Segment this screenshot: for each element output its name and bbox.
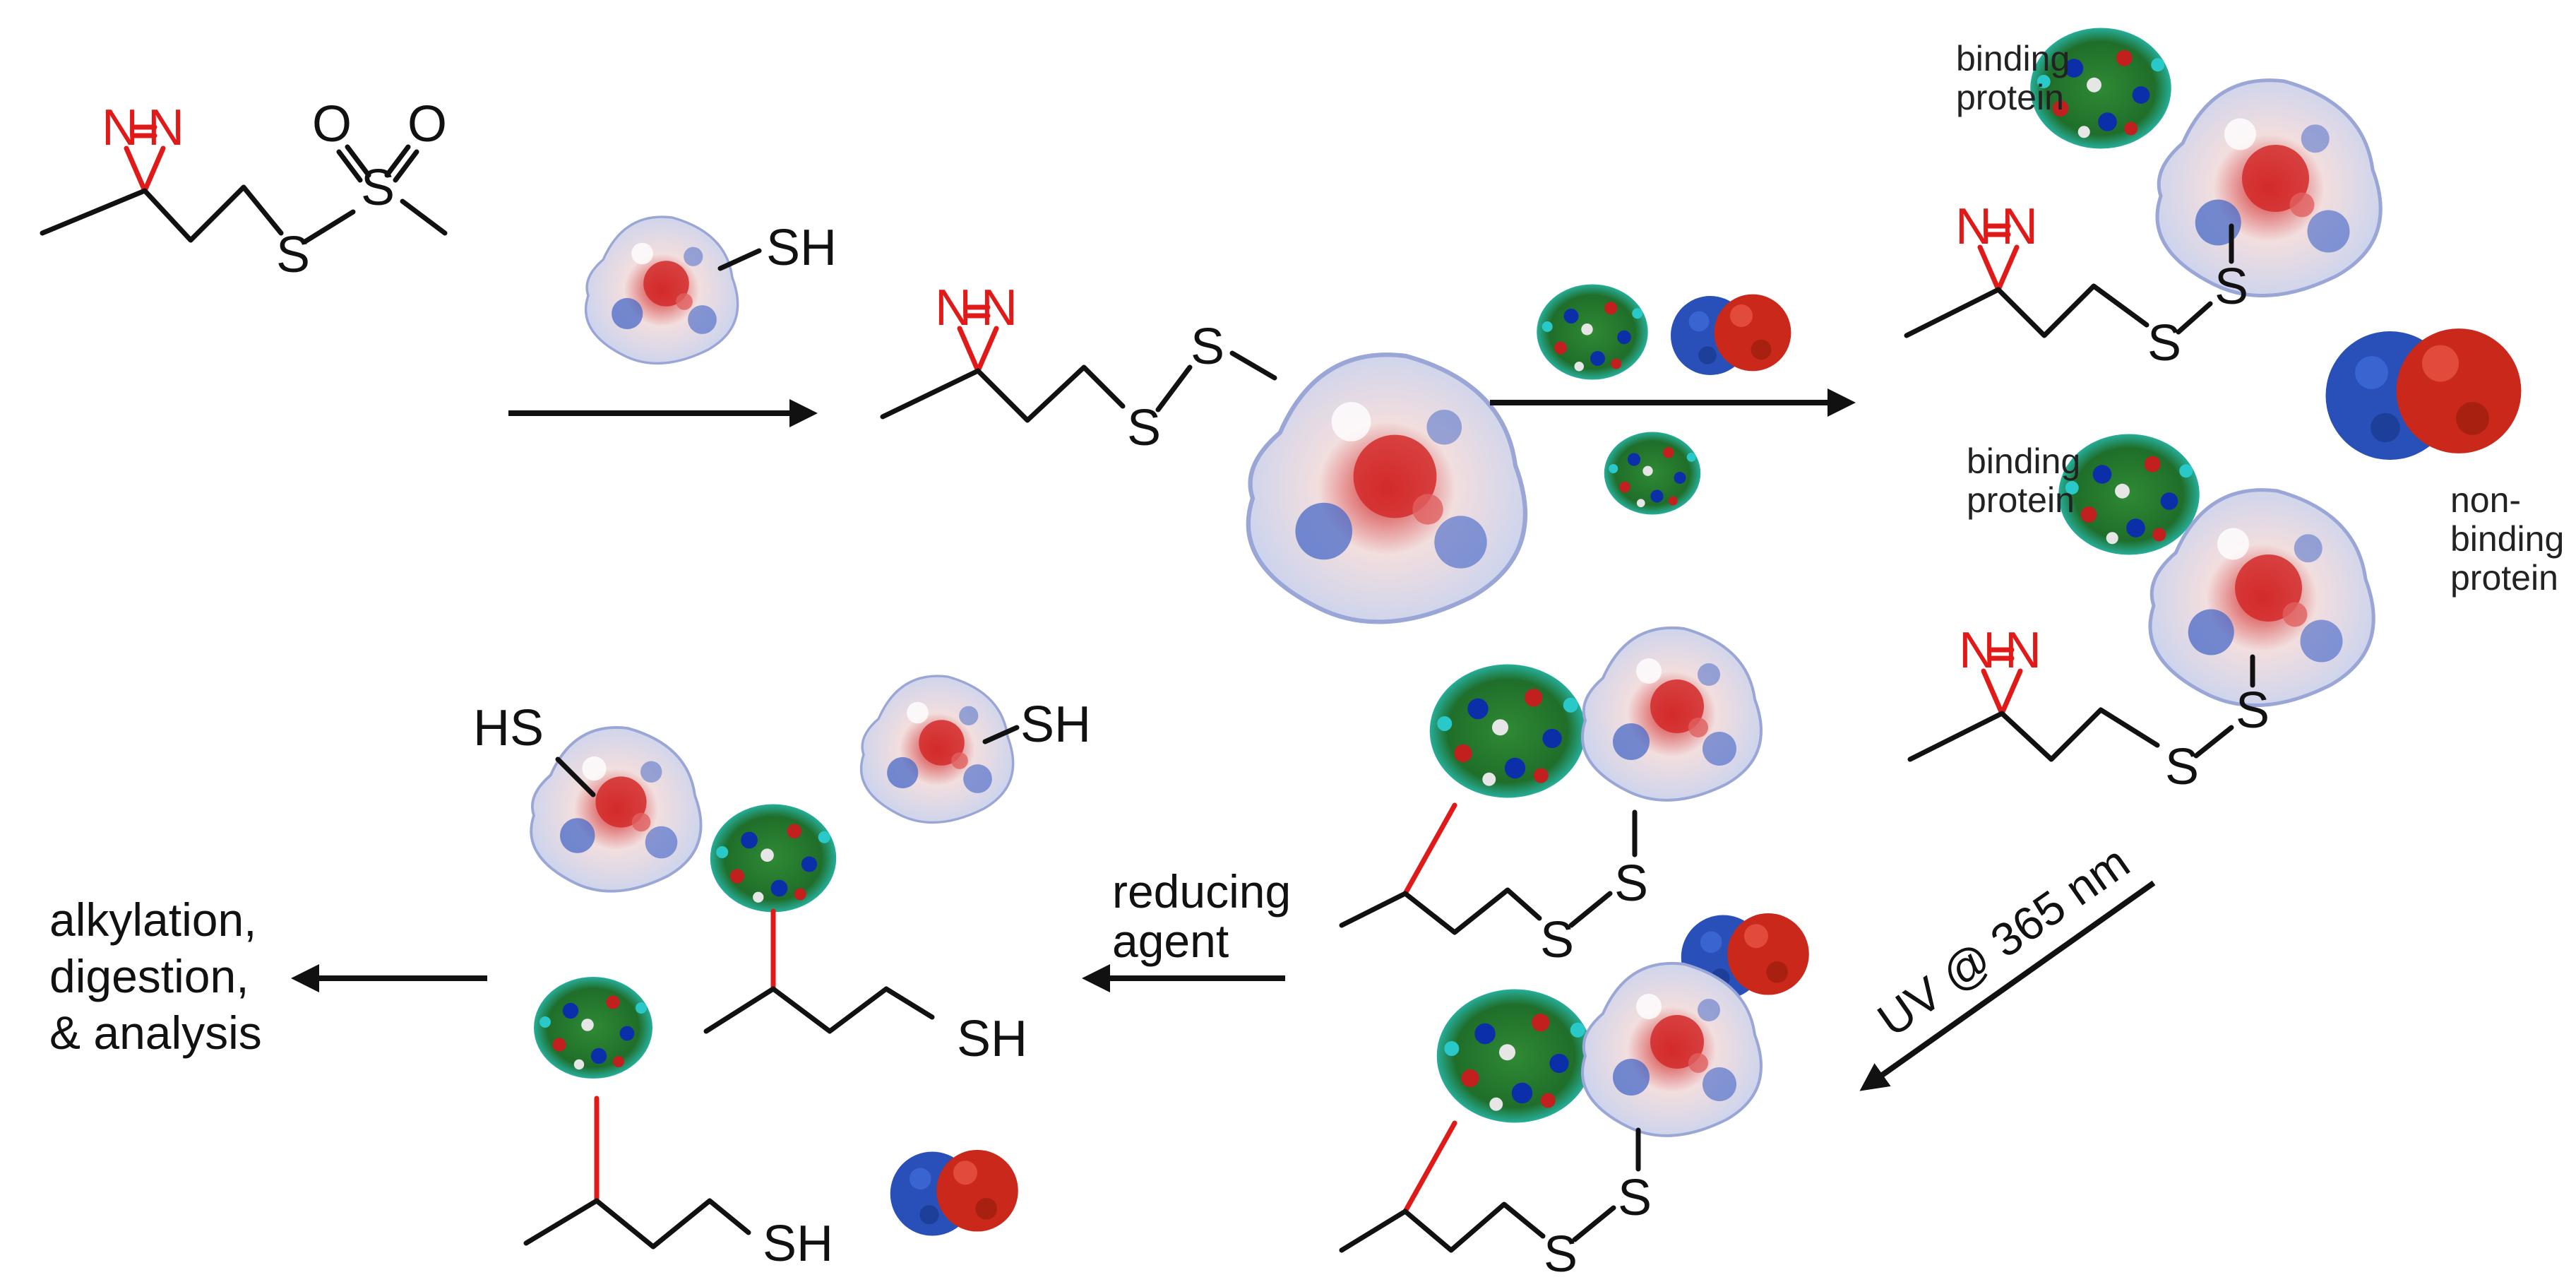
crosslink-bond [1402,802,1457,896]
atom-s: S [1540,912,1574,968]
analysis-step: alkylation, digestion, & analysis [49,894,487,1059]
bait-conjugate: N N S S [880,280,1525,622]
atom-n: N [1959,622,1996,679]
reducing-agent-label: reducing [1112,865,1291,918]
binding-protein-label: binding [1967,441,2080,481]
binding-protein-label: binding [1956,39,2070,78]
atom-n: N [2001,198,2038,255]
labeled-protein-upper: SH [703,804,1027,1067]
atom-s: S [1544,1226,1578,1282]
released-bait-left: HS [473,700,703,893]
atom-s: S [2214,259,2248,315]
analysis-label: & analysis [49,1007,262,1059]
complex-top: binding protein N N S S [1904,28,2380,372]
uv-step: UV @ 365 nm [1859,836,2156,1091]
crosslink-bond [1402,1120,1457,1214]
bait-protein [2157,81,2380,296]
analysis-label: digestion, [49,950,249,1002]
binding-protein [1604,432,1701,515]
analysis-label: alkylation, [49,894,257,946]
thiol-label: HS [473,700,544,756]
atom-s: S [1614,855,1648,912]
atom-s: S [1191,319,1224,375]
reduction-step: reducing agent [1082,865,1291,992]
non-binding-protein-group: non- binding protein [2325,328,2564,598]
thiol-label: SH [766,220,837,276]
binding-protein [1429,664,1586,798]
atom-n: N [1955,198,1992,255]
step-2-arrow [1490,284,1856,515]
thiol-label: SH [1020,696,1091,753]
crosslinked-complex-lower: S S [1339,961,1763,1282]
step-1-arrow: SH [508,215,837,427]
atom-o: O [407,96,447,153]
binding-protein-label: protein [1956,78,2064,117]
thiol-label: SH [957,1011,1027,1067]
atom-o: O [312,96,352,153]
non-binding-protein [2325,328,2522,460]
complex-middle: binding protein N N S S [1907,434,2373,795]
bait-protein [1581,626,1763,802]
binding-protein [1537,284,1648,380]
reducing-agent-label: agent [1112,915,1229,967]
atom-n: N [935,280,972,336]
atom-s: S [1127,400,1161,456]
uv-label: UV @ 365 nm [1868,836,2139,1047]
alkyl-chain [40,184,284,243]
atom-n: N [2005,622,2041,679]
reagent-molecule: N N S S O O [40,96,448,283]
atom-s: S [2165,739,2199,795]
atom-s: S [2236,682,2270,739]
binding-protein [710,804,837,913]
atom-n: N [981,280,1018,336]
binding-protein [534,977,652,1079]
atom-s: S [276,227,310,283]
non-binding-protein [1671,294,1791,375]
binding-protein [1436,989,1593,1123]
atom-s: S [2147,315,2181,372]
atom-n: N [102,100,138,156]
non-binding-label: binding [2450,519,2564,559]
non-binding-protein [890,1149,1018,1236]
crosslinked-complex-upper: S S [1339,626,1763,968]
non-binding-label: non- [2450,480,2521,520]
released-bait-right: SH [859,675,1091,824]
atom-n: N [148,100,184,156]
atom-s: S [1618,1170,1652,1226]
binding-protein-label: protein [1967,480,2075,520]
bait-protein [584,215,739,365]
thiol-label: SH [763,1216,833,1272]
bait-protein [859,675,1015,824]
bait-protein [530,726,703,893]
bait-protein [1248,355,1525,622]
methyl-bond [400,198,448,236]
non-binding-label: protein [2450,558,2558,598]
bond [302,209,356,244]
labeled-protein-lower: SH [523,977,833,1272]
